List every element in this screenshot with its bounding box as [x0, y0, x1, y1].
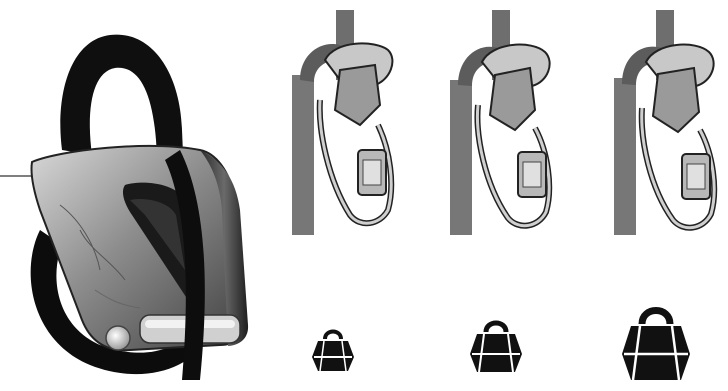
- device-body: [490, 68, 535, 130]
- rivet: [106, 326, 130, 350]
- large-weight-icon: [620, 302, 692, 384]
- medium-weight-icon: [468, 316, 524, 376]
- device-body: [335, 65, 380, 125]
- rope-left: [450, 80, 472, 235]
- small-weight-icon: [310, 325, 356, 375]
- device-body: [653, 68, 699, 132]
- rope-left: [614, 78, 636, 235]
- rope-left: [292, 75, 314, 235]
- belay-device-photo: [0, 0, 290, 391]
